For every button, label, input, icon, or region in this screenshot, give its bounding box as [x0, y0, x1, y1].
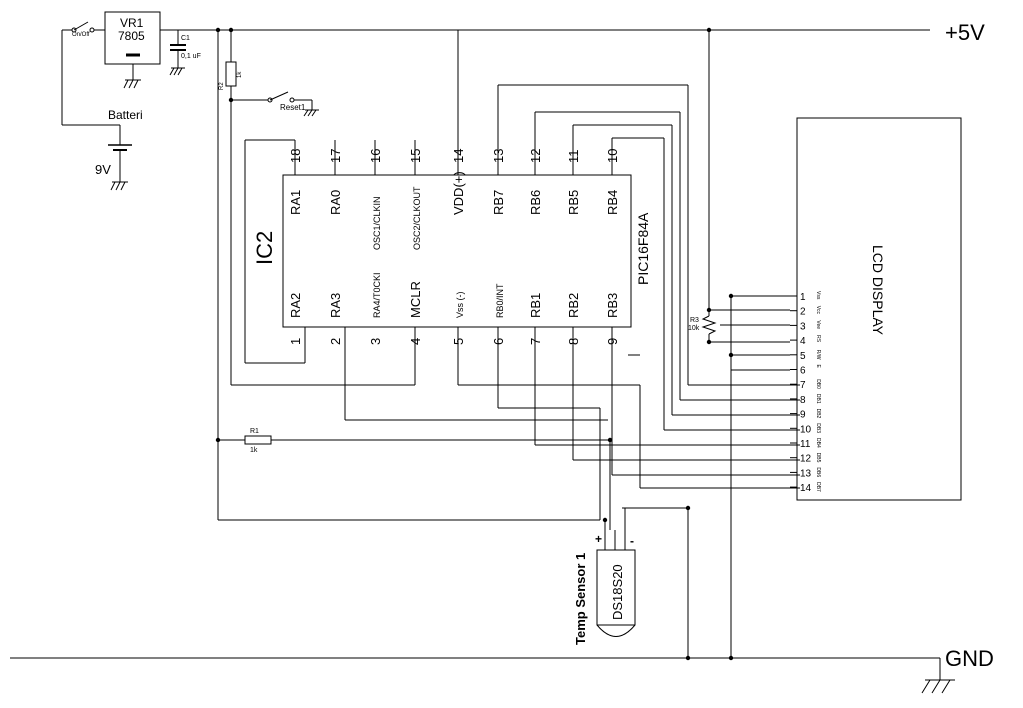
c1-value: 0,1 uF — [181, 53, 201, 60]
resistor-r1 — [244, 435, 611, 530]
ic-pin-label: RB5 — [566, 190, 581, 215]
ic-pin-label: RB7 — [491, 190, 506, 215]
r2-value: 1k — [237, 71, 243, 78]
lcd-pin-label: RS — [815, 335, 821, 343]
lcd-pin-label: Vcc — [815, 306, 821, 315]
sensor-part: DS18S20 — [610, 564, 625, 620]
lcd-pin-number: 6 — [800, 366, 806, 377]
lcd-pin-number: 5 — [800, 351, 806, 362]
ic-pin-number: 16 — [368, 149, 383, 163]
left-bus — [217, 30, 600, 521]
lcd-pin-number: 13 — [800, 468, 812, 479]
ic-pin-label: RA2 — [288, 293, 303, 318]
lcd-pin-number: 7 — [800, 380, 806, 391]
lcd-pin-label: DB0 — [815, 379, 821, 389]
ic-bottom-wiring — [304, 327, 800, 520]
lcd-pin-number: 11 — [800, 439, 811, 450]
gnd-label: GND — [945, 646, 994, 671]
ic-pin-label: RB6 — [528, 190, 543, 215]
lcd-title: LCD DISPLAY — [870, 245, 886, 336]
ic-pin-number: 15 — [408, 149, 423, 163]
r1-name: R1 — [250, 428, 259, 435]
ic-pin-label: RA1 — [288, 190, 303, 215]
lcd-pin-label: Vee — [815, 320, 821, 329]
sensor-label: Temp Sensor 1 — [573, 553, 588, 645]
vcc-label: +5V — [945, 20, 985, 45]
lcd-pin-label: E — [815, 365, 821, 369]
lcd-pin-label: DB6 — [815, 467, 821, 477]
reset-label: Reset1 — [280, 103, 306, 112]
lcd-pin-number: 12 — [800, 454, 812, 465]
r1-value: 1k — [250, 447, 258, 454]
ic-pin-label: RB3 — [605, 293, 620, 318]
temp-sensor — [596, 508, 636, 637]
ic-pin-number: 1 — [288, 338, 303, 345]
r2-name: R2 — [219, 82, 225, 90]
power-switch — [61, 21, 120, 126]
ic-pin-label: VDD(+) — [451, 171, 466, 215]
gnd-rail — [10, 657, 955, 694]
ic-pin-label: RB4 — [605, 190, 620, 215]
lcd-pin-label: DB1 — [815, 394, 821, 404]
ic-name: IC2 — [252, 231, 277, 265]
lcd-pin-label: DB7 — [815, 482, 821, 492]
ic-pin-number: 17 — [328, 149, 343, 163]
battery-value: 9V — [95, 162, 111, 177]
ic-body — [282, 174, 632, 328]
ic-pin-number: 2 — [328, 338, 343, 345]
lcd-pin-label: Vss — [815, 291, 821, 300]
c1-name: C1 — [181, 35, 190, 42]
lcd-pin-label: R/W — [815, 350, 821, 360]
ic-pin-label: RA3 — [328, 293, 343, 318]
ic-pin-label: OSC2/CLKOUT — [412, 186, 422, 250]
sensor-plus: + — [595, 532, 602, 546]
r3-value: 10k — [688, 325, 700, 332]
ic-pin-label: OSC1/CLKIN — [372, 196, 382, 250]
battery-label: Batteri — [108, 108, 143, 122]
lcd-pin-number: 9 — [800, 410, 806, 421]
junctions — [215, 27, 734, 661]
ic-top-wiring — [244, 30, 800, 431]
lcd-pin-number: 14 — [800, 483, 812, 494]
ic-pin-label: RA0 — [328, 190, 343, 215]
lcd-wiring — [622, 30, 790, 658]
lcd-pin-label: DB4 — [815, 438, 821, 448]
power-switch-label: On/Off — [72, 32, 90, 38]
ic-pin-label: RB1 — [528, 293, 543, 318]
lcd-pin-number: 3 — [800, 321, 806, 332]
lcd-pin-number: 2 — [800, 307, 806, 318]
ic-pin-label: RB0/INT — [495, 283, 505, 318]
r3-name: R3 — [690, 317, 699, 324]
ic-pin-label: RA4/T0CKI — [372, 272, 382, 318]
lcd-pin-number: 10 — [800, 424, 812, 435]
reset-switch — [231, 91, 319, 117]
lcd-body — [796, 117, 962, 501]
ic-part: PIC16F84A — [635, 212, 651, 285]
ic-top-pins: 18RA117RA016OSC1/CLKIN15OSC2/CLKOUT14VDD… — [288, 140, 620, 250]
lcd-pin-number: 1 — [800, 292, 806, 303]
resistor-r2 — [225, 30, 237, 385]
ic-pin-label: MCLR — [408, 281, 423, 318]
lcd-pin-number: 4 — [800, 336, 806, 347]
ic-pin-label: Vss (-) — [455, 292, 465, 319]
lcd-pin-label: DB2 — [815, 409, 821, 419]
regulator-name: VR1 — [120, 16, 144, 30]
ic-pin-number: 3 — [368, 338, 383, 345]
ic-pin-number: 18 — [288, 149, 303, 163]
lcd-pin-number: 8 — [800, 395, 806, 406]
ic-pin-label: RB2 — [566, 293, 581, 318]
lcd-pin-label: DB3 — [815, 423, 821, 433]
lcd-pin-label: DB5 — [815, 453, 821, 463]
battery — [108, 125, 132, 191]
regulator-part: 7805 — [118, 29, 145, 43]
voltage-regulator — [104, 11, 161, 89]
capacitor-c1 — [169, 30, 186, 76]
sensor-minus: - — [630, 534, 634, 548]
